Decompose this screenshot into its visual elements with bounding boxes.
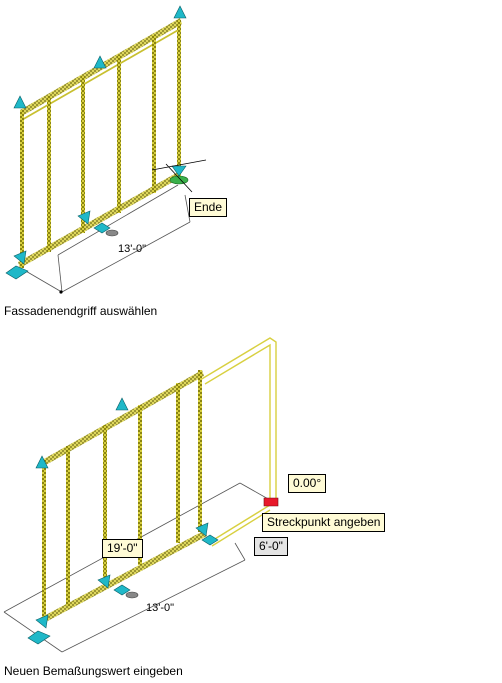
grip-arrow-icon: [13, 95, 27, 109]
dimension-right-field[interactable]: 6'-0": [254, 537, 288, 556]
stretch-preview-outline: [199, 337, 277, 547]
grip-arrow-icon: [93, 55, 107, 69]
grip-diamond-icon: [27, 630, 51, 645]
end-tooltip: Ende: [189, 198, 228, 217]
grips-1[interactable]: [5, 5, 189, 280]
angle-input-field[interactable]: 0.00°: [288, 474, 327, 493]
grip-arrow-icon: [173, 5, 187, 19]
grip-diamond-icon: [5, 265, 29, 280]
dimension-input-field[interactable]: 19'-0": [102, 539, 143, 558]
grip-arrow-icon: [77, 210, 91, 225]
dimension-label: 13'-0": [146, 602, 175, 614]
grip-arrow-icon: [35, 455, 49, 469]
dimension-label: 13'-0": [118, 243, 147, 255]
grip-arrow-icon: [115, 397, 129, 411]
curtain-wall-frame-2[interactable]: [40, 370, 207, 624]
stretch-point-tooltip: Streckpunkt angeben: [262, 513, 386, 532]
grip-diamond-icon: [93, 222, 111, 234]
grip-arrow-icon: [171, 165, 187, 177]
grip-diamond-icon: [113, 584, 131, 596]
grip-arrow-icon: [13, 250, 27, 265]
crosshair-icon: [151, 159, 207, 193]
caption-select-endgrip: Fassadenendgriff auswählen: [4, 304, 158, 318]
dimension-point: [59, 290, 63, 294]
grip-arrow-icon: [97, 574, 111, 589]
grip-arrow-icon: [35, 614, 49, 629]
grip-diamond-icon: [201, 534, 219, 546]
grips-2[interactable]: [27, 397, 279, 645]
dimension-lines-1: [23, 184, 191, 293]
caption-enter-dimension: Neuen Bemaßungswert eingeben: [4, 664, 183, 678]
grip-arrow-icon: [195, 522, 209, 537]
grip-selected-icon: [263, 497, 279, 507]
grip-end-icon: [169, 175, 189, 185]
